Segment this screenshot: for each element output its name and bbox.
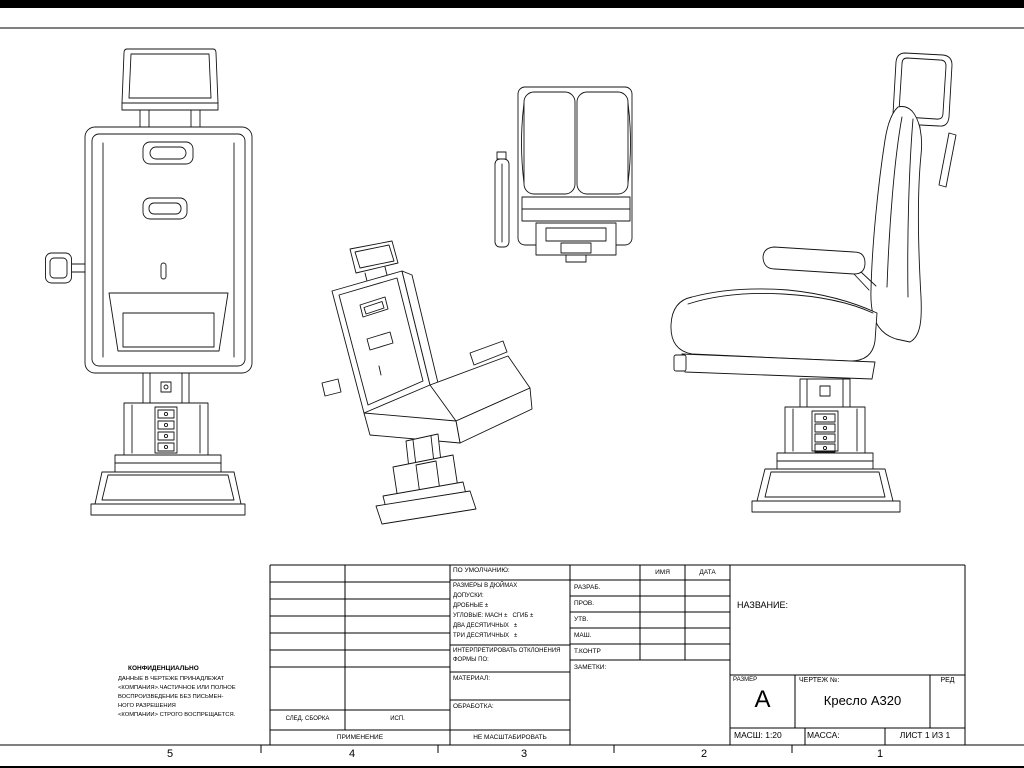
used-on-label: ИСП.: [390, 716, 405, 722]
dwg-no-value: Кресло A320: [823, 693, 902, 708]
do-not-scale-label: НЕ МАСШТАБИРОВАТЬ: [473, 734, 547, 741]
tolerance-line: РАЗМЕРЫ В ДЮЙМАХ: [453, 583, 518, 589]
pedestal-side: [751, 378, 901, 513]
approval-row-label: ПРОВ.: [574, 600, 595, 607]
side-view: [658, 45, 968, 520]
defaults-header: ПО УМОЛЧАНИЮ:: [453, 567, 510, 574]
size-label: РАЗМЕР: [733, 677, 758, 683]
zone-label: 4: [348, 748, 356, 760]
next-assy-label: СЛЕД. СБОРКА: [285, 716, 330, 722]
rev-label: РЕД: [940, 677, 955, 684]
iso-pedestal: [375, 433, 477, 525]
pedestal: [90, 372, 246, 516]
comments-label: ЗАМЕТКИ:: [574, 664, 607, 671]
tolerance-line: ТРИ ДЕСЯТИЧНЫХ ±: [453, 633, 518, 639]
tolerance-line: ДОПУСКИ:: [453, 593, 484, 599]
confidential-line: ВОСПРОИЗВЕДЕНИЕ БЕЗ ПИСЬМЕН-: [118, 694, 224, 700]
zone-label: 5: [166, 748, 174, 760]
confidential-line: НОГО РАЗРЕШЕНИЯ: [118, 703, 176, 709]
interpret-label: ФОРМЫ ПО:: [453, 657, 489, 663]
approval-row-label: УТВ.: [574, 616, 589, 623]
mass-label: МАССА:: [807, 730, 840, 740]
recline-knob: [45, 252, 86, 284]
finish-label: ОБРАБОТКА:: [453, 703, 494, 710]
confidential-title: КОНФИДЕНЦИАЛЬНО: [128, 665, 199, 672]
name-column-header: ИМЯ: [655, 569, 670, 576]
scale-value: МАСШ: 1:20: [734, 730, 782, 740]
confidential-line: <КОМПАНИИ> СТРОГО ВОСПРЕЩАЕТСЯ.: [118, 712, 236, 718]
seat-top: [517, 86, 633, 246]
tolerance-line: ДВА ДЕСЯТИЧНЫХ ±: [453, 623, 518, 629]
zone-label: 1: [876, 748, 884, 760]
zone-label: 2: [700, 748, 708, 760]
isometric-view: [310, 235, 540, 525]
armrest-top: [494, 151, 510, 248]
interpret-label: ИНТЕРПРЕТИРОВАТЬ ОТКЛОНЕНИЯ: [453, 648, 561, 654]
dwg-no-label: ЧЕРТЕЖ №:: [799, 677, 840, 684]
side-bracket: [938, 132, 957, 188]
application-label: ПРИМЕНЕНИЕ: [336, 734, 384, 741]
approval-row-label: Т.КОНТР: [574, 648, 601, 655]
confidential-line: <КОМПАНИЯ>.ЧАСТИЧНОЕ ИЛИ ПОЛНОЕ: [118, 685, 236, 691]
front-view: [45, 45, 260, 520]
armrest-side: [762, 246, 877, 291]
drawing-sheet: ПО УМОЛЧАНИЮ: РАЗМЕРЫ В ДЮЙМАХ ДОПУСКИ: …: [0, 8, 1024, 766]
date-column-header: ДАТА: [699, 569, 716, 576]
material-label: МАТЕРИАЛ:: [453, 675, 491, 682]
backrest: [84, 126, 253, 374]
iso-backrest: [331, 270, 439, 414]
iso-recline-knob: [321, 378, 342, 397]
tolerance-line: ДРОБНЫЕ ±: [453, 603, 489, 609]
tolerance-line: УГЛОВЫЕ: МАСН ± СГИБ ±: [453, 613, 534, 619]
sheet-number: ЛИСТ 1 ИЗ 1: [899, 730, 951, 740]
size-value: A: [754, 686, 771, 713]
title-label: НАЗВАНИЕ:: [737, 600, 789, 610]
zone-label: 3: [520, 748, 528, 760]
approval-row-label: РАЗРАБ.: [574, 584, 601, 591]
mechanism-top: [535, 222, 617, 263]
seat-cushion-side: [670, 288, 878, 362]
approval-row-label: МАШ.: [574, 632, 592, 639]
backrest-side: [870, 106, 923, 343]
headrest: [121, 48, 219, 128]
confidential-line: ДАННЫЕ В ЧЕРТЕЖЕ ПРИНАДЛЕЖАТ: [118, 676, 225, 682]
